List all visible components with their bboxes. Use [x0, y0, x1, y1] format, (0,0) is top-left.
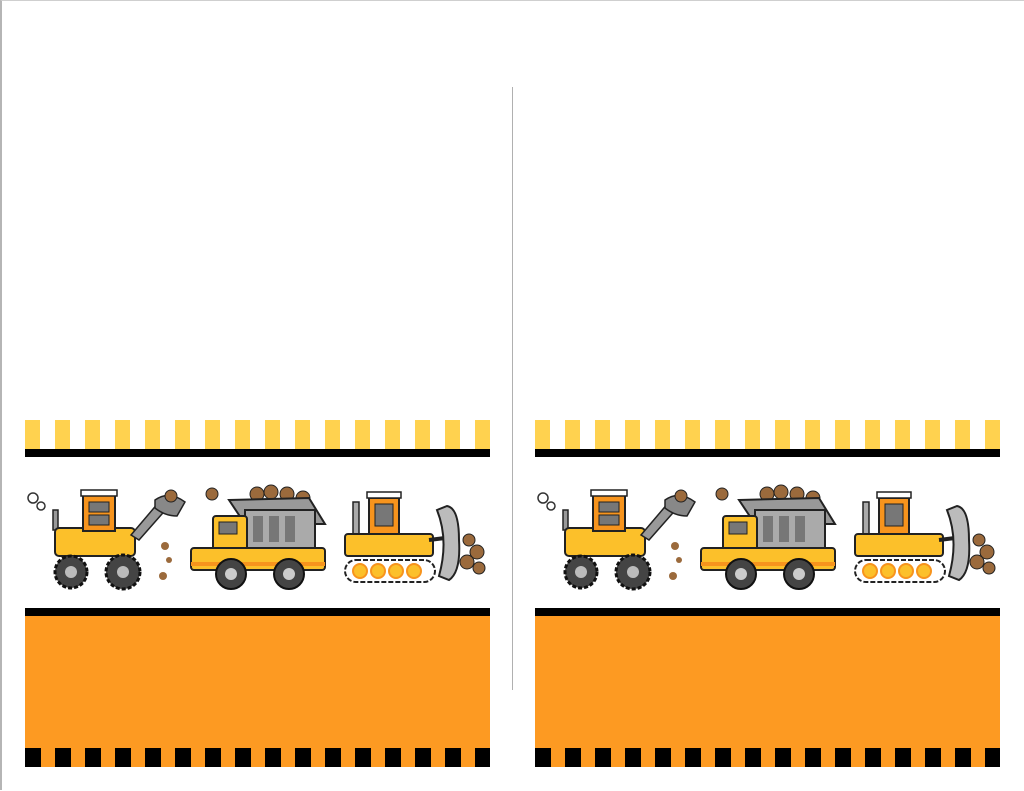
- black-check: [25, 748, 41, 767]
- yellow-stripe: [445, 420, 460, 449]
- construction-vehicles-illustration: [27, 484, 486, 591]
- orange-panel: [535, 616, 1000, 767]
- black-check: [175, 748, 191, 767]
- construction-vehicles-illustration: [537, 484, 996, 591]
- yellow-stripe: [595, 420, 610, 449]
- black-check-border: [535, 748, 1000, 767]
- yellow-stripe-border: [535, 420, 1000, 449]
- black-check: [55, 748, 71, 767]
- black-check: [415, 748, 431, 767]
- middle-black-bar: [25, 608, 490, 616]
- tent-card-right: [535, 420, 1000, 767]
- black-check: [955, 748, 971, 767]
- yellow-stripe: [325, 420, 340, 449]
- black-check: [265, 748, 281, 767]
- yellow-stripe: [535, 420, 550, 449]
- black-check: [895, 748, 911, 767]
- black-check: [625, 748, 641, 767]
- yellow-stripe: [55, 420, 70, 449]
- yellow-stripe: [265, 420, 280, 449]
- yellow-stripe: [925, 420, 940, 449]
- yellow-stripe: [235, 420, 250, 449]
- black-check: [685, 748, 701, 767]
- yellow-stripe: [565, 420, 580, 449]
- yellow-stripe: [175, 420, 190, 449]
- yellow-stripe: [745, 420, 760, 449]
- black-check: [145, 748, 161, 767]
- black-check: [865, 748, 881, 767]
- dump-truck-icon: [190, 484, 327, 590]
- black-check: [565, 748, 581, 767]
- yellow-stripe: [385, 420, 400, 449]
- black-check: [295, 748, 311, 767]
- black-check: [805, 748, 821, 767]
- black-check: [235, 748, 251, 767]
- yellow-stripe: [985, 420, 1000, 449]
- top-black-bar: [25, 449, 490, 457]
- bulldozer-icon: [344, 491, 486, 583]
- yellow-stripe: [655, 420, 670, 449]
- black-check: [355, 748, 371, 767]
- top-black-bar: [535, 449, 1000, 457]
- front-loader-icon: [27, 489, 186, 591]
- fold-line: [512, 87, 513, 690]
- front-loader-icon: [537, 489, 696, 591]
- black-check: [775, 748, 791, 767]
- yellow-stripe: [805, 420, 820, 449]
- black-check: [745, 748, 761, 767]
- yellow-stripe: [865, 420, 880, 449]
- black-check: [445, 748, 461, 767]
- yellow-stripe: [475, 420, 490, 449]
- middle-black-bar: [535, 608, 1000, 616]
- yellow-stripe-border: [25, 420, 490, 449]
- black-check: [475, 748, 490, 767]
- yellow-stripe: [145, 420, 160, 449]
- yellow-stripe: [25, 420, 40, 449]
- yellow-stripe: [85, 420, 100, 449]
- black-check: [205, 748, 221, 767]
- black-check: [985, 748, 1000, 767]
- dump-truck-icon: [700, 484, 837, 590]
- bulldozer-icon: [854, 491, 996, 583]
- black-check-border: [25, 748, 490, 767]
- yellow-stripe: [895, 420, 910, 449]
- yellow-stripe: [115, 420, 130, 449]
- black-check: [835, 748, 851, 767]
- yellow-stripe: [205, 420, 220, 449]
- black-check: [535, 748, 551, 767]
- yellow-stripe: [295, 420, 310, 449]
- black-check: [925, 748, 941, 767]
- yellow-stripe: [955, 420, 970, 449]
- yellow-stripe: [685, 420, 700, 449]
- tent-card-left: [25, 420, 490, 767]
- black-check: [325, 748, 341, 767]
- yellow-stripe: [355, 420, 370, 449]
- black-check: [85, 748, 101, 767]
- yellow-stripe: [775, 420, 790, 449]
- yellow-stripe: [835, 420, 850, 449]
- yellow-stripe: [625, 420, 640, 449]
- orange-panel: [25, 616, 490, 767]
- black-check: [115, 748, 131, 767]
- black-check: [385, 748, 401, 767]
- black-check: [595, 748, 611, 767]
- yellow-stripe: [715, 420, 730, 449]
- black-check: [655, 748, 671, 767]
- black-check: [715, 748, 731, 767]
- yellow-stripe: [415, 420, 430, 449]
